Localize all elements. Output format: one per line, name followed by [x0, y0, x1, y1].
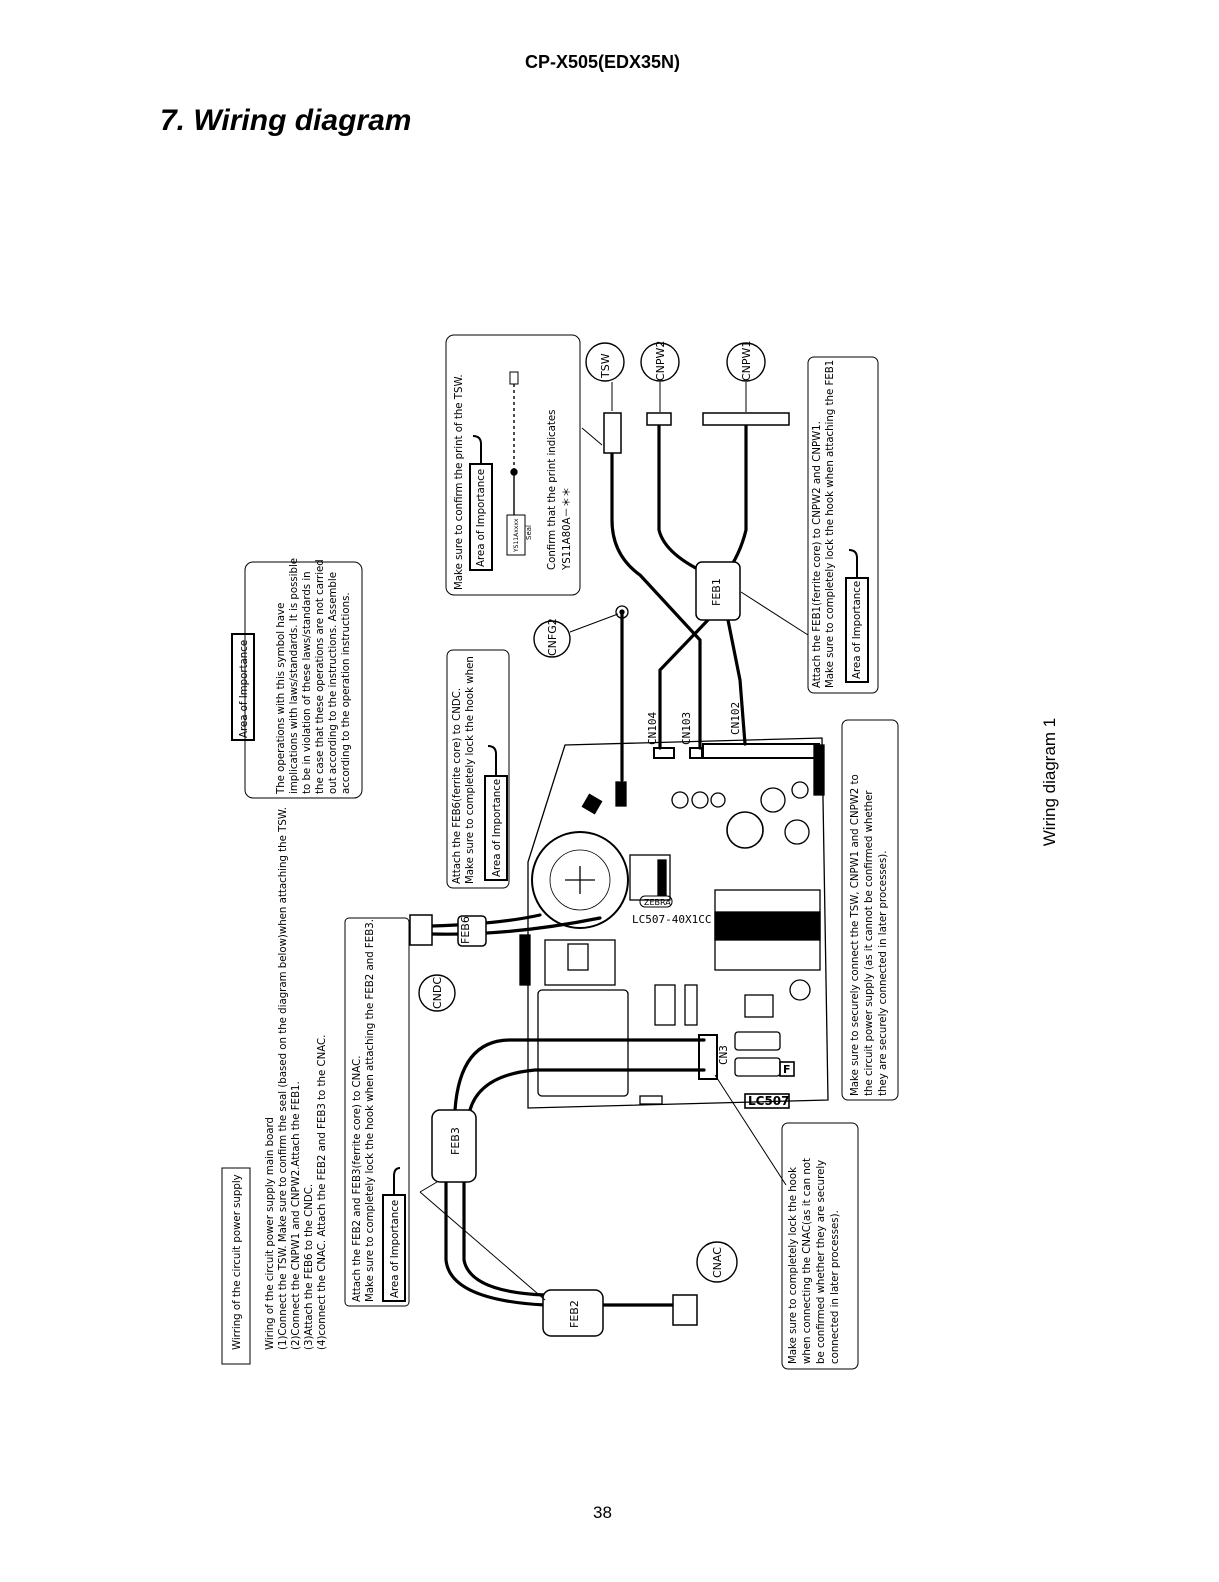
- legend-step-4: (4)connect the CNAC. Attach the FEB2 and…: [317, 1035, 328, 1350]
- f-mark: F: [783, 1063, 791, 1076]
- feb6-importance: Area of Importance: [492, 779, 503, 877]
- cnpw1-callout: CNPW1: [740, 341, 753, 381]
- tsw-callout: TSW: [599, 353, 612, 379]
- connector-callouts: [418, 342, 766, 1283]
- page-number: 38: [593, 1503, 612, 1522]
- feb1-line-1: Make sure to completely lock the hook wh…: [825, 360, 836, 688]
- importance-label-main: Area of Importance: [239, 640, 250, 738]
- feb23-note: Attach the FEB2 and FEB3(ferrite core) t…: [352, 919, 401, 1302]
- importance-line-3: the case that these operations are not c…: [315, 559, 326, 794]
- cnac-lock-line-0: Make sure to completely lock the hook: [788, 1167, 799, 1364]
- board-tag: LC507: [748, 1094, 790, 1108]
- feb23-line-0: Attach the FEB2 and FEB3(ferrite core) t…: [352, 1056, 363, 1302]
- legend-block: Wirring of the circuit power supply Wiri…: [232, 807, 328, 1350]
- wire-harnesses: [430, 422, 748, 1307]
- seal-label: Seal: [525, 525, 533, 540]
- ferrite-cores: [409, 412, 790, 1337]
- feb6-note: Attach the FEB6(ferrite core) to CNDC. M…: [452, 656, 503, 884]
- legend-step-3: (3)Attach the FEB6 to the CNDC.: [304, 1184, 315, 1350]
- leader-lines: [419, 382, 809, 1301]
- feb3-label: FEB3: [449, 1127, 462, 1155]
- secure-line-0: Make sure to securely connect the TSW, C…: [850, 774, 861, 1096]
- legend-step-2: (2)Connect the CNPW1 and CNPW2.Attach th…: [291, 1081, 302, 1350]
- feb6-line-0: Attach the FEB6(ferrite core) to CNDC.: [452, 688, 463, 884]
- tsw-confirm-1: YS11A80A－＊＊: [562, 487, 573, 571]
- circuit-board: [519, 737, 829, 1109]
- board-model-label: LC507-40X1CC: [632, 913, 711, 926]
- seal-dashed-line: [510, 384, 518, 515]
- importance-line-4: out according to the instructions. Assem…: [328, 572, 339, 794]
- importance-arrows: [393, 435, 858, 1195]
- tsw-note: Make sure to confirm the print of the TS…: [454, 374, 573, 590]
- feb23-importance: Area of Importance: [390, 1200, 401, 1298]
- callout-labels: TSW CNPW2 CNPW1 CNFG2 CNDC CNAC: [431, 341, 753, 1278]
- feb6-label: FEB6: [459, 916, 472, 944]
- ferrite-labels: FEB1 FEB6 FEB3 FEB2: [449, 578, 723, 1328]
- cnac-lock-line-3: connected in later processes).: [830, 1210, 841, 1364]
- feb1-note: Attach the FEB1(ferrite core) to CNPW2 a…: [812, 360, 863, 688]
- tsw-confirm-0: Confirm that the print indicates: [547, 410, 558, 570]
- secure-line-2: they are securely connected in later pro…: [878, 851, 889, 1096]
- feb1-label: FEB1: [710, 578, 723, 606]
- importance-line-1: implications with laws/standards. It is …: [289, 558, 300, 794]
- tsw-importance: Area of Importance: [476, 469, 487, 567]
- importance-line-0: The operations with this symbol have: [276, 603, 287, 795]
- cn102-label: CN102: [729, 702, 742, 735]
- cnac-lock-line-2: be confirmed whether they are securely: [816, 1160, 827, 1364]
- cnac-lock-line-1: when connecting the CNAC(as it can not: [802, 1158, 813, 1364]
- cn3-label: CN3: [717, 1045, 730, 1065]
- importance-line-5: according to the operation instructions.: [341, 592, 352, 794]
- feb1-line-0: Attach the FEB1(ferrite core) to CNPW2 a…: [812, 421, 823, 688]
- cnac-callout: CNAC: [711, 1247, 724, 1278]
- seal-tag: YS11Axxxx: [513, 518, 520, 553]
- cn103-label: CN103: [680, 712, 693, 745]
- importance-line-2: to be in violation of these laws/standar…: [302, 571, 313, 794]
- legend-step-1: (1)Connect the TSW. Make sure to confirm…: [278, 807, 289, 1350]
- feb23-line-1: Make sure to completely lock the hook wh…: [365, 919, 376, 1302]
- cn104-label: CN104: [646, 712, 659, 745]
- legend-title: Wirring of the circuit power supply: [232, 1174, 243, 1350]
- legend-step-0: Wiring of the circuit power supply main …: [265, 1117, 276, 1350]
- tsw-line-0: Make sure to confirm the print of the TS…: [454, 374, 465, 590]
- cndc-callout: CNDC: [431, 977, 444, 1009]
- feb2-label: FEB2: [568, 1300, 581, 1328]
- zebra-label: ZEBRA: [644, 898, 671, 907]
- secure-connect-note: Make sure to securely connect the TSW, C…: [850, 774, 889, 1096]
- board-labels: LC507-40X1CC ZEBRA F LC507 CN104 CN103 C…: [632, 702, 791, 1108]
- cnfg2-callout: CNFG2: [546, 618, 559, 656]
- feb1-importance: Area of Importance: [852, 581, 863, 679]
- feb6-line-1: Make sure to completely lock the hook wh…: [465, 656, 476, 884]
- document-header: CP-X505(EDX35N): [524, 52, 681, 72]
- importance-explainer: Area of Importance The operations with t…: [239, 558, 352, 795]
- cnpw2-callout: CNPW2: [654, 341, 667, 381]
- cnac-lock-note: Make sure to completely lock the hook wh…: [788, 1158, 841, 1364]
- cnfg2-ground: [615, 605, 629, 619]
- secure-line-1: the circuit power supply (as it cannot b…: [864, 790, 875, 1096]
- section-title: 7. Wiring diagram: [160, 104, 412, 137]
